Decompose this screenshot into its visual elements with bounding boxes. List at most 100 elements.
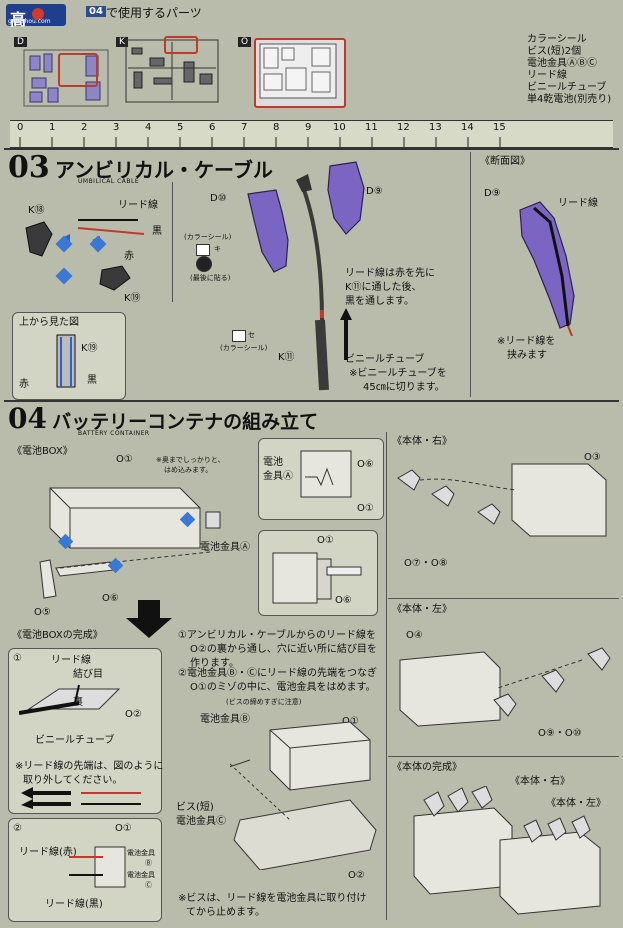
body-right-label: 《本体・右》 [392, 436, 452, 447]
parts-list-item: カラーシール [527, 34, 587, 45]
fit-note: ※奥までしっかりと、 [156, 456, 225, 464]
ruler-tick: 2 [81, 122, 88, 133]
caution-note: (ビスの締めすぎに注意) [226, 698, 302, 706]
ruler-tick: 0 [17, 122, 24, 133]
ruler-tick: 14 [461, 122, 474, 133]
detail2-box: ② O① リード線(赤) 電池金具 Ⓑ 電池金具 Ⓒ リード線(黒) [8, 818, 162, 922]
ruler-tick: 6 [209, 122, 216, 133]
detail1-box: ① リード線 結び目 裏 O② ビニールチューブ ※リード線の先端は、図のように… [8, 648, 164, 814]
battery-box-label: 《電池BOX》 [12, 446, 73, 457]
vinyl-note: 45㎝に切ります。 [363, 382, 445, 393]
site-logo-domain: gao-shou.com [8, 18, 51, 25]
bracket-inset-box: 電池 金具Ⓐ O⑥ O① [258, 438, 384, 520]
runner-k-image [124, 38, 220, 104]
section-divider [172, 182, 173, 302]
section-divider [470, 152, 471, 397]
section-divider [388, 598, 619, 599]
detail2-red: リード線(赤) [19, 847, 77, 858]
detail2-black: リード線(黒) [45, 899, 103, 910]
inset-bracket-label: 電池 [263, 457, 283, 468]
runner-label-o: O [238, 37, 252, 47]
step03-number: 03 [8, 150, 50, 185]
step03-title: アンビリカル・ケーブル [54, 158, 273, 182]
step03-heading: 03 アンビリカル・ケーブル [8, 150, 273, 185]
fit-note: はめ込みます。 [164, 466, 213, 474]
detail1-note: ※リード線の先端は、図のように [15, 761, 164, 772]
seal-se [232, 330, 246, 342]
lead-label: リード線 [118, 200, 158, 211]
ki-label: キ [214, 245, 221, 253]
detail2-b: 電池金具 [127, 849, 155, 857]
red2-label: 赤 [19, 379, 29, 390]
parts-list-item: ビニールチューブ [527, 82, 607, 93]
o1-label: O① [116, 454, 133, 465]
detail2-num: ② [13, 823, 22, 834]
body-complete-illustration [413, 786, 601, 915]
section-illustration [519, 201, 575, 336]
header-caption: で使用するパーツ [106, 6, 202, 20]
complete-instr: O②の裏から通し、穴に近い所に結び目を [190, 644, 377, 655]
detail2-b2: Ⓑ [145, 859, 152, 867]
body-left-o910: O⑨・O⑩ [538, 728, 582, 739]
battery-inset-box: O① O⑥ [258, 530, 378, 616]
complete-instr: ②電池金具Ⓑ・Ⓒにリード線の先端をつなぎ [178, 668, 377, 679]
screw-note: てから止めます。 [186, 907, 265, 918]
complete-instr: O①のミゾの中に、電池金具をはめます。 [190, 682, 376, 693]
o5-label: O⑤ [34, 607, 51, 618]
red-circle-icon [32, 8, 44, 20]
detail1-o2: O② [125, 709, 142, 720]
section-divider [4, 148, 619, 150]
black2-label: 黒 [87, 375, 97, 386]
seal-ki [196, 244, 210, 256]
section-lead-label: リード線 [558, 198, 598, 209]
detail1-lead: リード線 [51, 655, 91, 666]
complete-instr: 作ります。 [190, 658, 239, 669]
ruler-tick: 9 [305, 122, 312, 133]
parts-list-item: 単4乾電池(別売り) [527, 94, 612, 105]
bracket-a-label: 電池金具Ⓐ [200, 542, 250, 553]
step04-number: 04 [8, 402, 47, 435]
body-left-illustration [399, 647, 611, 727]
inset-o1-label: O① [317, 535, 334, 546]
screw-note: ※ビスは、リード線を電池金具に取り付け [178, 893, 367, 904]
k11-label: K⑪ [278, 352, 295, 363]
step-badge: 04 [86, 6, 106, 17]
paste-last-label: (最後に貼る) [190, 274, 231, 282]
header: 高 gao-shou.com 04 で使用するパーツ D K O [0, 0, 623, 120]
section-note: ※リード線を [497, 336, 556, 347]
battery-box-illustration [39, 487, 221, 599]
ruler-tick: 15 [493, 122, 506, 133]
step03-subtitle: UMBILICAL CABLE [78, 178, 140, 185]
seal-circle [196, 256, 212, 272]
inset-o1b-label: O① [357, 503, 374, 514]
screw-label: ビス(短) [176, 802, 214, 813]
section-d9-label: D⑨ [484, 188, 501, 199]
parts-list-item: 電池金具ⒶⒷⒸ [527, 58, 597, 69]
detail1-vinyl: ビニールチューブ [35, 735, 115, 746]
parts-list-item: ビス(短)2個 [527, 46, 582, 57]
lead-instruction: リード線は赤を先に [345, 268, 435, 279]
site-logo: 高 gao-shou.com [6, 4, 66, 29]
complete-label: 《電池BOXの完成》 [12, 630, 103, 641]
ruler-tick: 7 [241, 122, 248, 133]
ruler-tick: 5 [177, 122, 184, 133]
se-label: セ [248, 331, 255, 339]
ruler-tick: 12 [397, 122, 410, 133]
parts-list-item: リード線 [527, 70, 567, 81]
complete-instr: ①アンビリカル・ケーブルからのリード線を [178, 630, 376, 641]
vinyl-note: ※ビニールチューブを [349, 368, 447, 379]
step04-heading: 04 バッテリーコンテナの組み立て [8, 402, 318, 435]
section-divider [388, 756, 619, 757]
detail1-knot: 結び目 [73, 669, 103, 680]
body-complete-label: 《本体の完成》 [392, 762, 462, 773]
red-label: 赤 [124, 251, 134, 262]
detail1-note: 取り外してください。 [23, 775, 123, 786]
o6-label: O⑥ [102, 593, 119, 604]
body-right-o3: O③ [584, 452, 601, 463]
bracket-b-label: 電池金具Ⓑ [200, 714, 250, 725]
step04-title: バッテリーコンテナの組み立て [52, 411, 319, 433]
inset-o6-label: O⑥ [335, 595, 352, 606]
runner-o-image [254, 38, 346, 108]
k19-label: K⑲ [124, 293, 141, 304]
d9-label: D⑨ [366, 186, 383, 197]
